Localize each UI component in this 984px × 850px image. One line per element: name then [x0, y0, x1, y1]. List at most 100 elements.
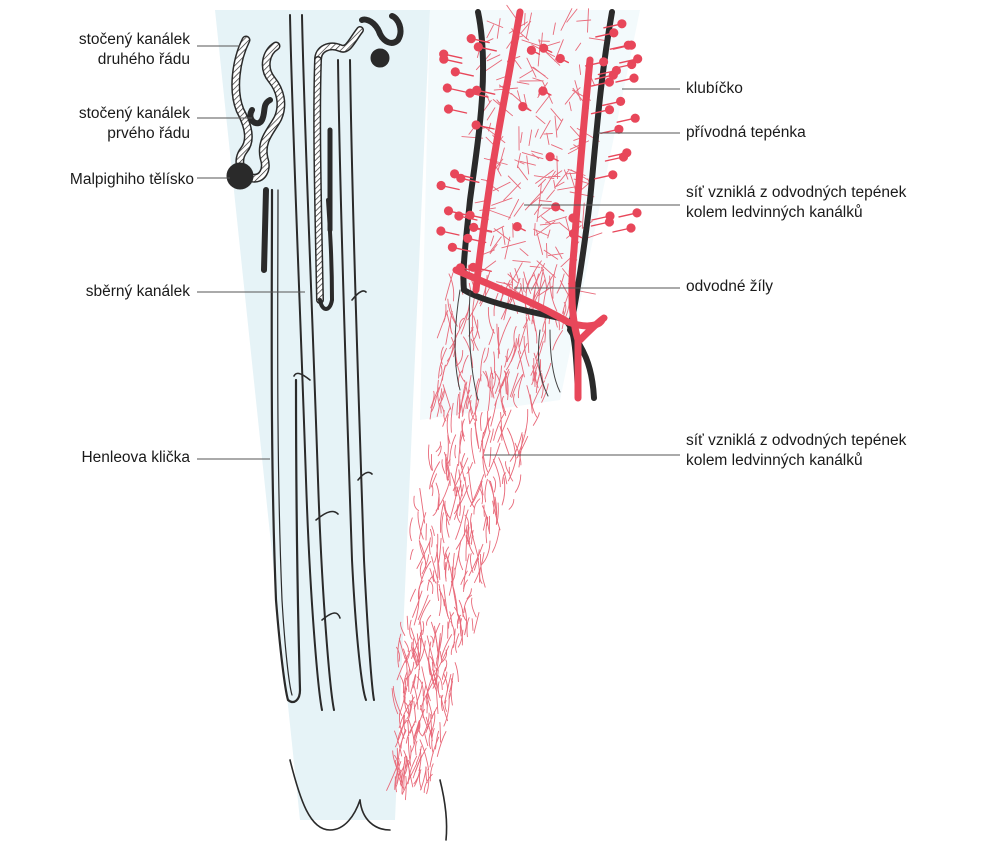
label-distal-convoluted-tubule: stočený kanálekdruhého řádu — [12, 30, 190, 70]
capillary-segment — [473, 537, 479, 559]
glomerulus-dot — [606, 79, 613, 86]
capillary-segment — [515, 475, 521, 493]
glomerulus-dot — [452, 68, 459, 75]
capillary-segment — [494, 411, 506, 440]
capillary-segment — [493, 459, 500, 486]
glomerulus-dot — [464, 235, 471, 242]
glomerulus-dot — [615, 126, 622, 133]
capillary-segment — [467, 618, 469, 637]
capillary-segment — [419, 724, 423, 736]
capillary-segment — [459, 600, 463, 616]
glomerulus-dot — [633, 209, 640, 216]
glomerulus-dot — [445, 105, 452, 112]
label-loop-of-henle: Henleova klička — [12, 448, 190, 468]
capillary-segment — [493, 477, 495, 492]
capillary-segment — [482, 431, 490, 458]
label-malpighian-corpuscle: Malpighiho tělísko — [2, 170, 194, 190]
glomerulus-dot — [528, 47, 535, 54]
glomerulus-dot — [444, 84, 451, 91]
capillary-segment — [420, 562, 422, 579]
capillary-segment — [440, 723, 441, 743]
capillary-segment — [445, 660, 447, 671]
capillary-segment — [431, 454, 432, 470]
glomerulus-dot — [630, 75, 637, 82]
glomerulus-dot — [625, 42, 632, 49]
capillary-segment — [431, 636, 433, 647]
glomerulus-dot — [449, 244, 456, 251]
glomerulus-dot — [606, 106, 613, 113]
glomerulus-dot — [470, 224, 477, 231]
glomerulus-dot — [547, 153, 554, 160]
glomerulus-dot — [440, 51, 447, 58]
label-peritubular-network-upper: síť vzniklá z odvodných tepénekkolem led… — [686, 183, 906, 223]
capillary-segment — [489, 448, 491, 467]
glomerulus-dot — [609, 171, 616, 178]
glomerulus-dot — [519, 103, 526, 110]
capillary-segment — [472, 598, 477, 617]
capillary-segment — [451, 621, 454, 635]
capillary-segment — [424, 732, 427, 746]
capillary-segment — [451, 682, 452, 706]
capillary-segment — [490, 429, 493, 442]
capillary-segment — [468, 467, 472, 500]
capillary-segment — [455, 445, 456, 458]
glomerulus-dot — [600, 58, 607, 65]
capillary-segment — [442, 460, 445, 474]
capillary-segment — [430, 462, 440, 489]
capillary-segment — [436, 442, 440, 452]
capillary-segment — [423, 622, 424, 635]
label-proximal-convoluted-tubule: stočený kanálekprvého řádu — [12, 104, 190, 144]
capillary-segment — [456, 634, 459, 653]
capillary-segment — [445, 701, 447, 712]
capillary-segment — [509, 499, 514, 509]
capillary-segment — [567, 173, 576, 174]
capillary-segment — [533, 413, 539, 426]
capillary-segment — [420, 489, 425, 524]
capillary-segment — [426, 615, 430, 625]
capillary-segment — [437, 545, 438, 578]
glomerulus-dot — [473, 87, 480, 94]
glomerulus-dot — [632, 115, 639, 122]
capillary-segment — [478, 558, 480, 583]
capillary-segment — [506, 462, 509, 474]
glomerulus-dot — [617, 98, 624, 105]
capillary-segment — [455, 541, 461, 570]
capillary-segment — [482, 506, 487, 522]
glomerulus-dot — [539, 87, 546, 94]
capillary-segment — [485, 479, 487, 502]
capillary-segment — [547, 244, 548, 258]
capillary-segment — [456, 525, 467, 549]
capillary-segment — [431, 474, 436, 487]
capillary-segment — [544, 134, 553, 135]
glomerulus-dot — [445, 207, 452, 214]
capillary-segment — [439, 538, 441, 562]
capillary-segment — [414, 496, 419, 510]
label-peritubular-network-lower: síť vzniklá z odvodných tepénekkolem led… — [686, 431, 906, 471]
glomerulus-dot — [557, 55, 564, 62]
glomerulus-dot — [606, 212, 613, 219]
capillary-segment — [437, 582, 438, 601]
glomerulus-dot — [451, 170, 458, 177]
capillary-segment — [451, 642, 455, 655]
capillary-segment — [430, 764, 433, 781]
capillary-segment — [430, 538, 431, 554]
label-collecting-duct: sběrný kanálek — [12, 282, 190, 302]
capillary-segment — [432, 486, 433, 496]
glomerulus-dot — [634, 55, 641, 62]
capillary-segment — [417, 541, 430, 568]
capillary-segment — [405, 641, 409, 651]
capillary-segment — [430, 737, 439, 767]
glomerulus-dot — [514, 223, 521, 230]
label-afferent-arteriole: přívodná tepénka — [686, 123, 806, 143]
capillary-segment — [437, 732, 446, 757]
glomerulus-dot — [540, 45, 547, 52]
capillary-segment — [474, 613, 479, 634]
glomerulus-dot — [438, 182, 445, 189]
capillary-segment — [444, 693, 449, 726]
capillary-segment — [483, 517, 486, 530]
capillary-segment — [436, 731, 439, 749]
capillary-segment — [410, 589, 415, 601]
capillary-segment — [452, 584, 456, 610]
glomerulus-dot — [610, 29, 617, 36]
